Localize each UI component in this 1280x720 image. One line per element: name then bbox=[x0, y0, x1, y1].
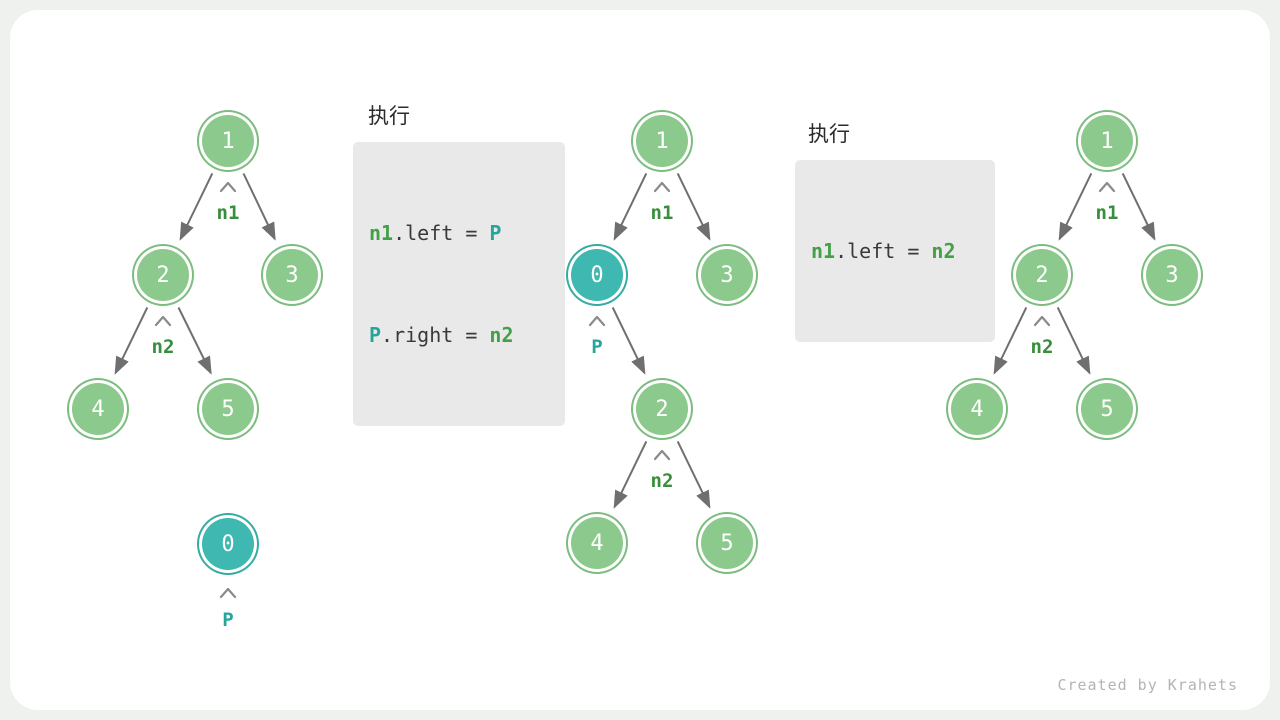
code-line: P.right = n2 bbox=[369, 318, 549, 352]
tree3-node-1: 1 bbox=[1081, 115, 1133, 167]
code-token-n2: n2 bbox=[489, 323, 514, 347]
tree2-node-p: 0 bbox=[571, 249, 623, 301]
credit-text: Created by Krahets bbox=[1057, 676, 1238, 694]
code-token-plain: .left = bbox=[393, 221, 490, 245]
tree3-node-5: 5 bbox=[1081, 383, 1133, 435]
tree3-label-n2: n2 bbox=[1030, 336, 1054, 358]
tree1-node-p: 0 bbox=[202, 518, 254, 570]
diagram-card bbox=[10, 10, 1270, 710]
tree2-node-2: 2 bbox=[636, 383, 688, 435]
tree2-label-p: P bbox=[591, 336, 603, 358]
tree2-node-5: 5 bbox=[701, 517, 753, 569]
tree2-node-3: 3 bbox=[701, 249, 753, 301]
tree3-node-3: 3 bbox=[1146, 249, 1198, 301]
tree1-node-2: 2 bbox=[137, 249, 189, 301]
tree2-node-4: 4 bbox=[571, 517, 623, 569]
code-token-plain: .right = bbox=[381, 323, 490, 347]
code-token-n2: n2 bbox=[931, 239, 956, 263]
code-token-p: P bbox=[369, 323, 382, 347]
tree3-label-n1: n1 bbox=[1095, 202, 1119, 224]
tree3-node-2: 2 bbox=[1016, 249, 1068, 301]
tree1-label-p: P bbox=[222, 609, 234, 631]
code-line: n1.left = P bbox=[369, 216, 549, 250]
code-token-p: P bbox=[489, 221, 502, 245]
tree1-node-4: 4 bbox=[72, 383, 124, 435]
exec-heading-2: 执行 bbox=[808, 122, 850, 146]
tree1-node-1: 1 bbox=[202, 115, 254, 167]
tree2-node-1: 1 bbox=[636, 115, 688, 167]
code-token-n1: n1 bbox=[811, 239, 836, 263]
tree1-label-n1: n1 bbox=[216, 202, 240, 224]
tree3-node-4: 4 bbox=[951, 383, 1003, 435]
tree1-node-5: 5 bbox=[202, 383, 254, 435]
tree2-label-n1: n1 bbox=[650, 202, 674, 224]
code-snippet-1: n1.left = P P.right = n2 bbox=[353, 142, 565, 426]
code-token-n1: n1 bbox=[369, 221, 394, 245]
code-line: n1.left = n2 bbox=[811, 234, 979, 268]
code-snippet-2: n1.left = n2 bbox=[795, 160, 995, 342]
tree1-label-n2: n2 bbox=[151, 336, 175, 358]
code-token-plain: .left = bbox=[835, 239, 932, 263]
tree2-label-n2: n2 bbox=[650, 470, 674, 492]
exec-heading-1: 执行 bbox=[368, 104, 410, 128]
tree1-node-3: 3 bbox=[266, 249, 318, 301]
